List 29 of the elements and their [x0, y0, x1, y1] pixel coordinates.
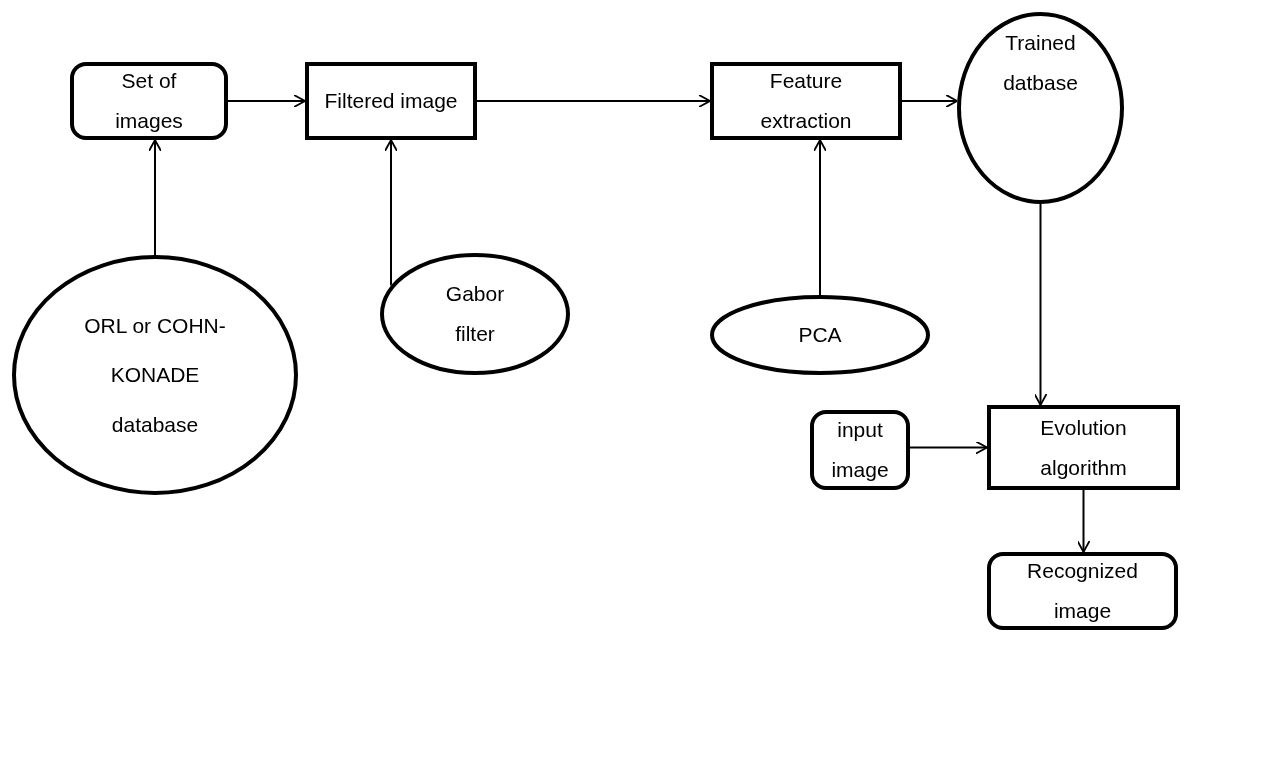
process-box: [710, 62, 902, 140]
arrow: [1033, 203, 1048, 406]
node-label: Recognized image: [1026, 558, 1139, 624]
node-label: Gabor filter: [444, 281, 506, 347]
node-label: Set of images: [114, 68, 184, 134]
node-label: Trained datbase: [1002, 30, 1079, 96]
arrow: [813, 139, 827, 296]
ellipse-node: [710, 295, 930, 375]
rounded-box: [987, 552, 1178, 630]
process-box: [305, 62, 477, 140]
ellipse-node: [12, 255, 298, 495]
rounded-box: [810, 410, 910, 490]
node-label: Filtered image: [323, 88, 459, 114]
arrow: [909, 440, 988, 455]
node-label: Evolution algorithm: [1039, 414, 1128, 481]
node-label: PCA: [797, 322, 843, 348]
ellipse-node: [380, 253, 570, 375]
node-label: input image: [830, 417, 890, 483]
ellipse-node: [957, 12, 1124, 204]
process-box: [987, 405, 1180, 490]
arrow: [148, 139, 162, 256]
arrow: [476, 94, 711, 108]
node-label: ORL or COHN-KONADE database: [83, 313, 227, 438]
arrow: [384, 139, 398, 287]
arrow: [901, 94, 959, 108]
rounded-box: [70, 62, 228, 140]
arrow: [1076, 489, 1091, 553]
arrow: [227, 94, 306, 108]
node-label: Feature extraction: [759, 68, 853, 134]
